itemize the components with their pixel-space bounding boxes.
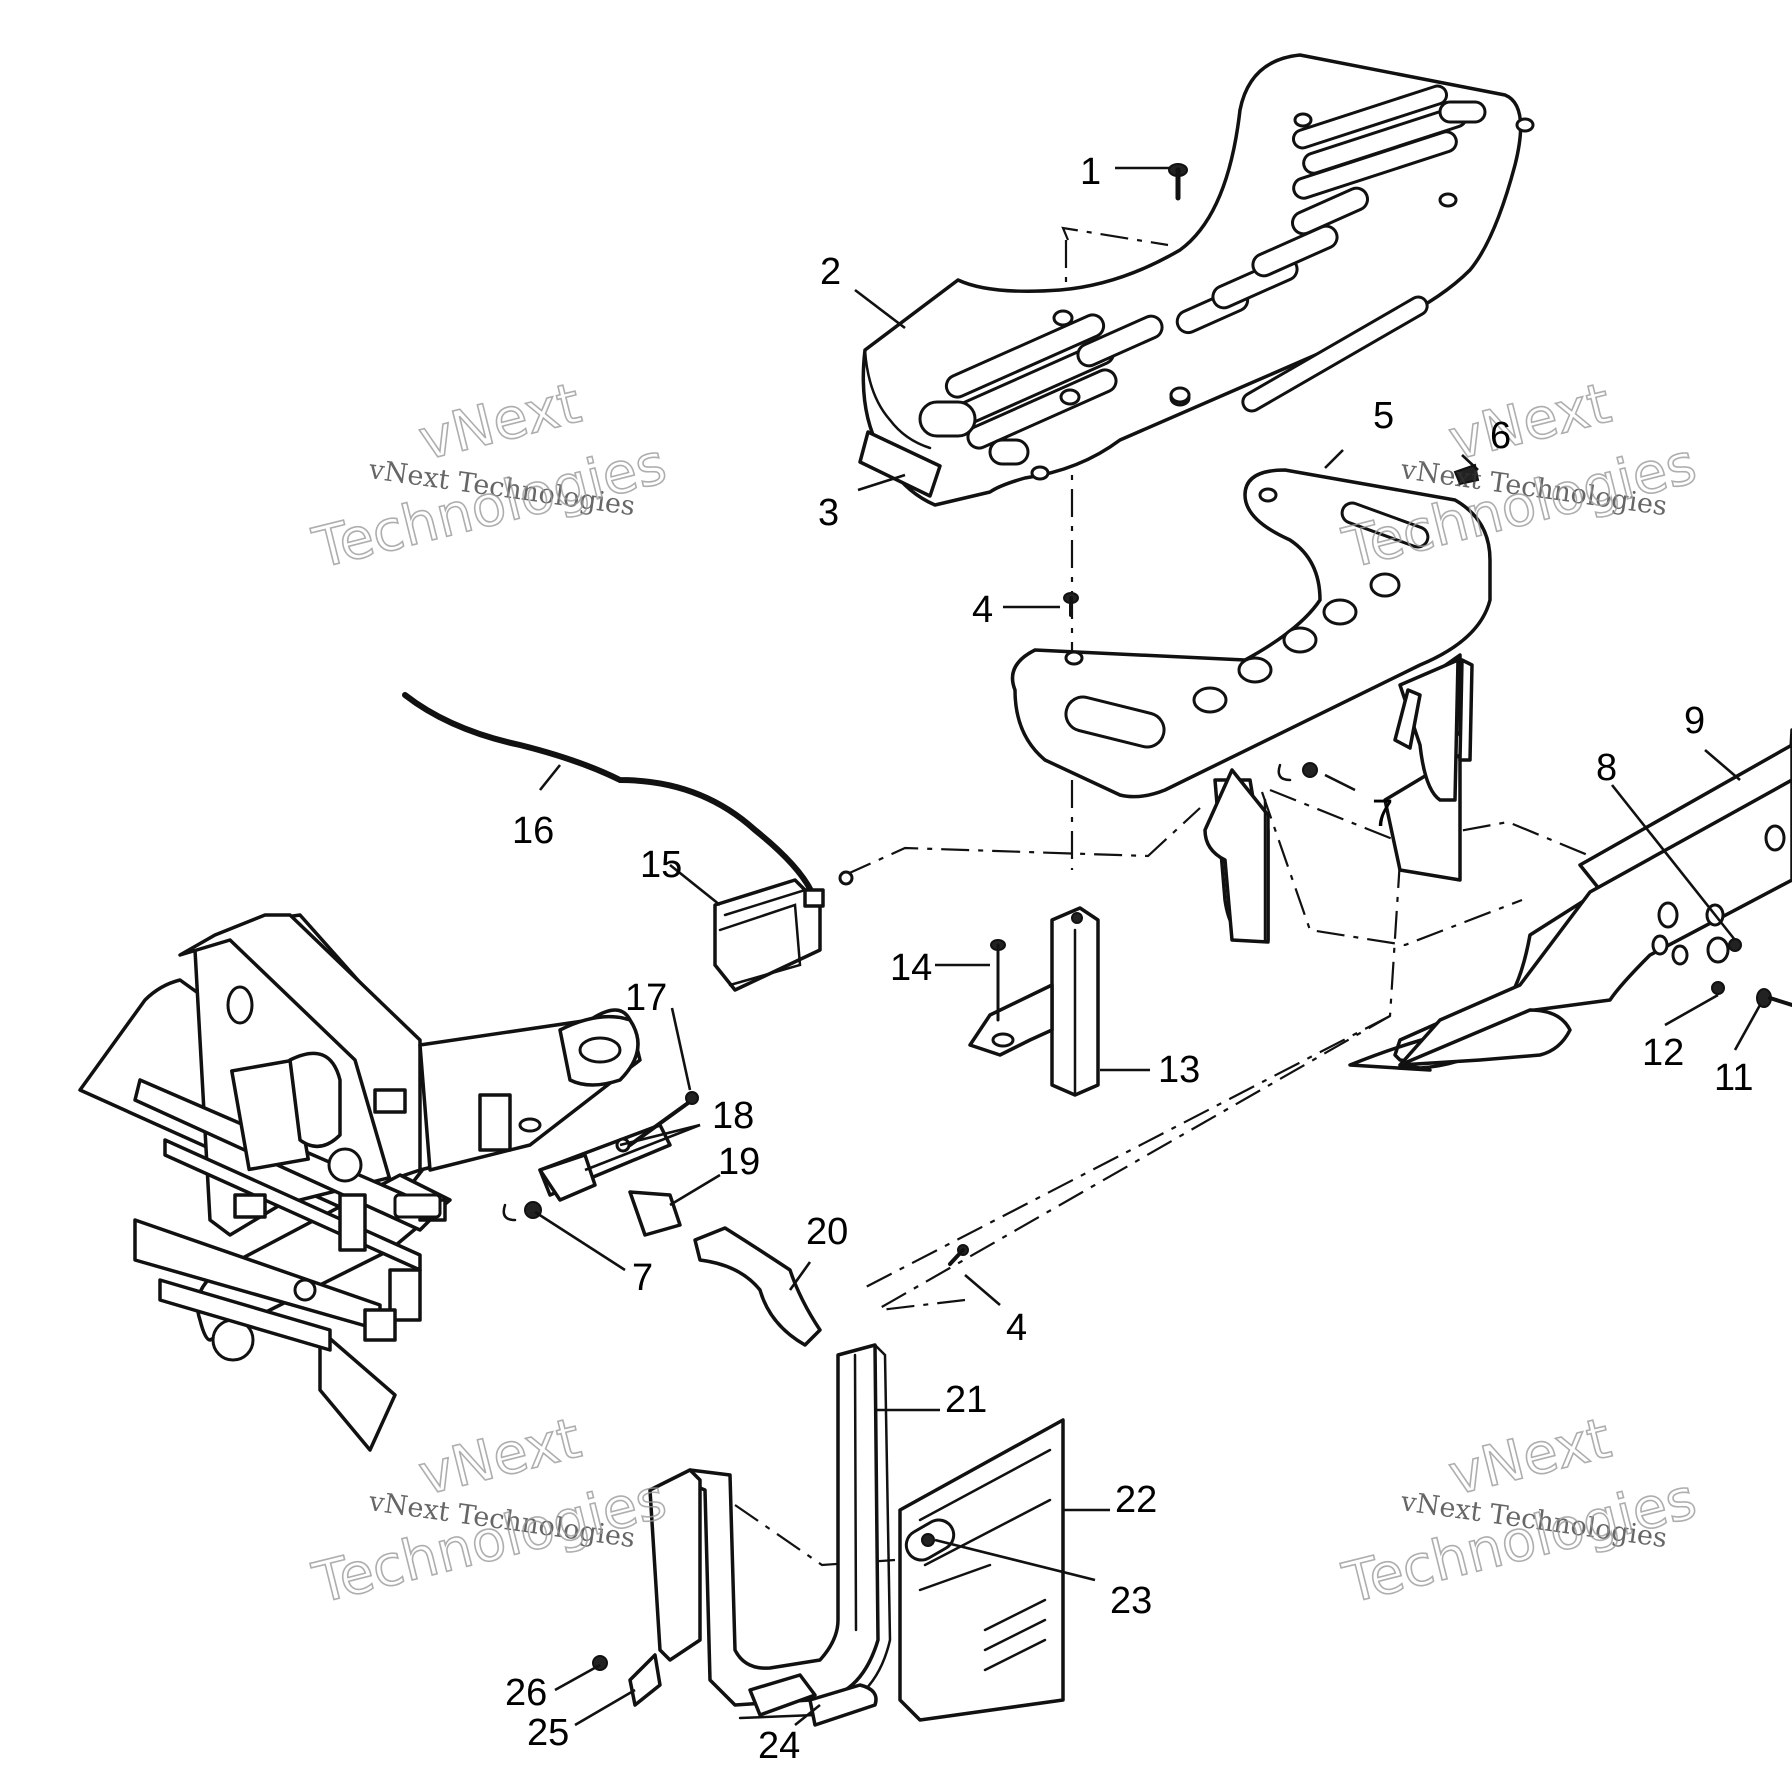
callout-23: 23 bbox=[1110, 1580, 1152, 1622]
callout-7a: 7 bbox=[1372, 793, 1393, 835]
callout-4b: 4 bbox=[1006, 1307, 1027, 1349]
leader-lines bbox=[534, 166, 1762, 1727]
callout-1: 1 bbox=[1080, 151, 1101, 193]
flap-hardware bbox=[592, 1653, 878, 1727]
callout-25: 25 bbox=[527, 1712, 569, 1754]
callout-12: 12 bbox=[1642, 1032, 1684, 1074]
misc-hardware bbox=[948, 463, 1480, 1266]
callout-9: 9 bbox=[1684, 700, 1705, 742]
rear-rack bbox=[861, 53, 1535, 507]
callout-24: 24 bbox=[758, 1725, 800, 1767]
callout-2: 2 bbox=[820, 251, 841, 293]
connector-tube bbox=[693, 1226, 822, 1347]
callout-20: 20 bbox=[806, 1211, 848, 1253]
tail-light bbox=[402, 692, 854, 992]
bracket-screw bbox=[990, 939, 1006, 1022]
callout-26: 26 bbox=[505, 1672, 547, 1714]
callout-7b: 7 bbox=[632, 1257, 653, 1299]
callout-19: 19 bbox=[718, 1141, 760, 1183]
mud-flap-bracket bbox=[648, 1343, 892, 1720]
callout-13: 13 bbox=[1158, 1049, 1200, 1091]
callout-11: 11 bbox=[1714, 1057, 1753, 1099]
callout-15: 15 bbox=[640, 844, 682, 886]
reflector bbox=[858, 430, 942, 498]
callout-22: 22 bbox=[1115, 1479, 1157, 1521]
callout-18: 18 bbox=[712, 1095, 754, 1137]
callout-17: 17 bbox=[625, 977, 667, 1019]
callouts: 1 2 3 4 4 5 6 7 7 8 9 11 12 13 14 15 16 … bbox=[505, 151, 1753, 1767]
watermarks: vNext Technologies vNext Technologies vN… bbox=[306, 370, 1703, 1617]
vehicle-frame bbox=[78, 913, 672, 1452]
callout-4a: 4 bbox=[972, 589, 993, 631]
callout-8: 8 bbox=[1596, 747, 1617, 789]
callout-16: 16 bbox=[512, 810, 554, 852]
callout-5: 5 bbox=[1373, 395, 1394, 437]
light-bracket bbox=[968, 906, 1100, 1097]
rack-support bbox=[1010, 468, 1492, 944]
hitch-parts bbox=[502, 1091, 699, 1237]
callout-21: 21 bbox=[945, 1379, 987, 1421]
rack-bolt bbox=[1168, 163, 1188, 201]
callout-14: 14 bbox=[890, 947, 932, 989]
mud-flap bbox=[898, 1418, 1065, 1722]
callout-6: 6 bbox=[1490, 415, 1511, 457]
callout-3: 3 bbox=[818, 492, 839, 534]
